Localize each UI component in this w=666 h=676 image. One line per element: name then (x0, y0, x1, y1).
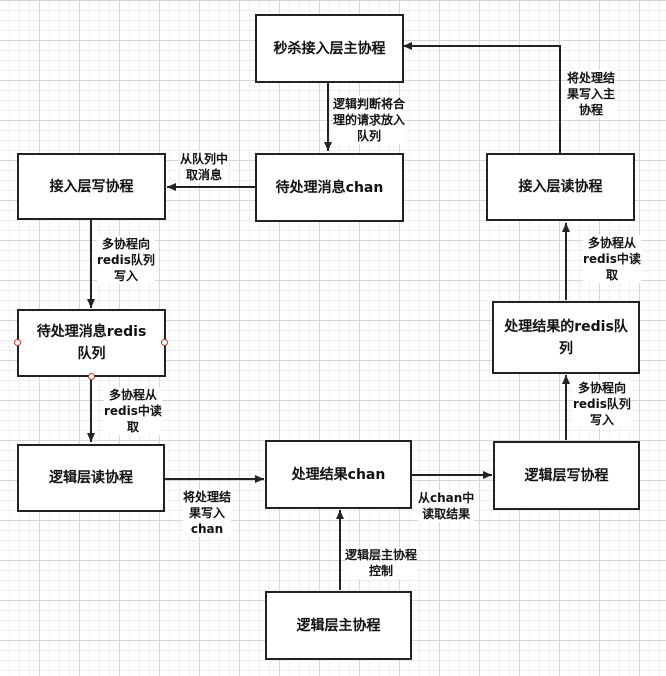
edge-label-write-result-main: 将处理结 果写入主 协程 (567, 70, 616, 118)
node-logic-write: 逻辑层写协程 (493, 441, 640, 510)
node-result-chan: 处理结果chan (265, 440, 412, 509)
node-pending-chan-label: 待处理消息chan (275, 179, 384, 196)
edge-label-multi-write-redis-1: 多协程向 redis队列 写入 (97, 236, 155, 284)
node-seckill-main-label: 秒杀接入层主协程 (273, 40, 386, 57)
node-logic-read: 逻辑层读协程 (17, 444, 165, 512)
node-access-read: 接入层读协程 (486, 153, 635, 221)
connection-port-bottom[interactable] (88, 373, 95, 380)
node-logic-read-label: 逻辑层读协程 (49, 470, 133, 486)
node-result-redis: 处理结果的redis队列 (492, 301, 640, 374)
node-logic-main-label: 逻辑层主协程 (296, 617, 381, 634)
edge-label-write-result-chan: 将处理结 果写入 chan (183, 489, 232, 537)
edge-label-multi-read-redis-1: 多协程从 redis中读 取 (104, 387, 162, 435)
node-pending-redis: 待处理消息redis队列 (17, 309, 166, 377)
arrow-access-read-to-seckill (403, 42, 561, 153)
edge-label-judge-put: 逻辑判断将合 理的请求放入 队列 (333, 96, 406, 144)
node-access-write-label: 接入层写协程 (49, 178, 134, 195)
node-seckill-main: 秒杀接入层主协程 (255, 14, 404, 83)
connection-port-right[interactable] (161, 339, 168, 346)
edge-label-from-queue: 从队列中 取消息 (180, 151, 229, 183)
node-result-redis-label: 处理结果的redis队列 (504, 318, 628, 357)
edge-label-multi-read-redis-2: 多协程从 redis中读 取 (583, 235, 641, 283)
edge-label-read-result: 从chan中 读取结果 (418, 490, 475, 522)
node-pending-redis-label: 待处理消息redis队列 (36, 324, 147, 362)
connection-port-left[interactable] (14, 339, 21, 346)
node-access-read-label: 接入层读协程 (518, 179, 603, 195)
node-access-write: 接入层写协程 (17, 153, 166, 220)
edge-label-multi-write-redis-2: 多协程向 redis队列 写入 (573, 380, 631, 428)
node-logic-write-label: 逻辑层写协程 (524, 467, 609, 484)
node-result-chan-label: 处理结果chan (291, 466, 386, 483)
edge-label-logic-main-ctrl: 逻辑层主协程 控制 (345, 547, 418, 579)
node-pending-chan: 待处理消息chan (255, 153, 404, 222)
node-logic-main: 逻辑层主协程 (265, 591, 412, 660)
